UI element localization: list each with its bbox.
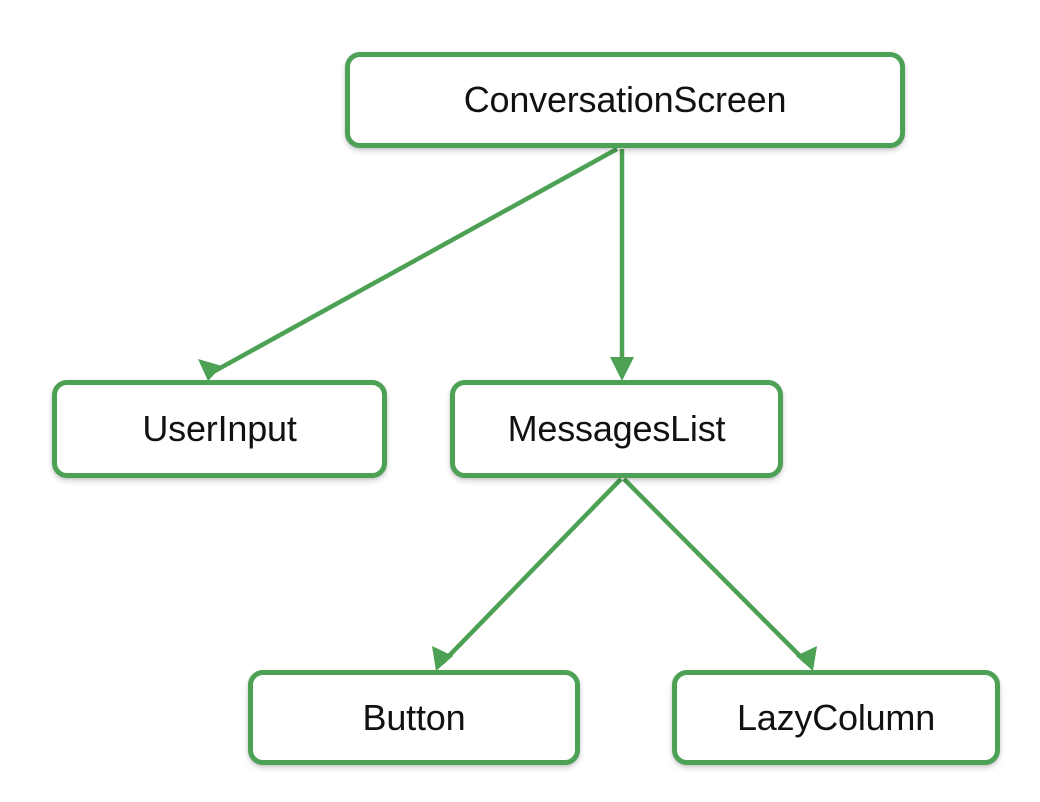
edge-messageslist-button xyxy=(432,477,623,671)
node-label-conversationscreen: ConversationScreen xyxy=(463,79,787,120)
node-button[interactable]: Button xyxy=(248,670,580,765)
node-label-userinput: UserInput xyxy=(142,408,297,449)
edge-messageslist-lazycolumn xyxy=(622,477,817,671)
edge-conversationscreen-messageslist xyxy=(610,149,634,381)
node-messageslist[interactable]: MessagesList xyxy=(450,380,783,478)
node-label-lazycolumn: LazyColumn xyxy=(736,696,936,738)
node-label-messageslist: MessagesList xyxy=(507,408,726,449)
node-lazycolumn[interactable]: LazyColumn xyxy=(672,670,1000,765)
node-conversationscreen[interactable]: ConversationScreen xyxy=(345,52,905,148)
edge-conversationscreen-userinput xyxy=(198,147,619,381)
node-userinput[interactable]: UserInput xyxy=(52,380,387,478)
node-label-button: Button xyxy=(362,696,466,738)
